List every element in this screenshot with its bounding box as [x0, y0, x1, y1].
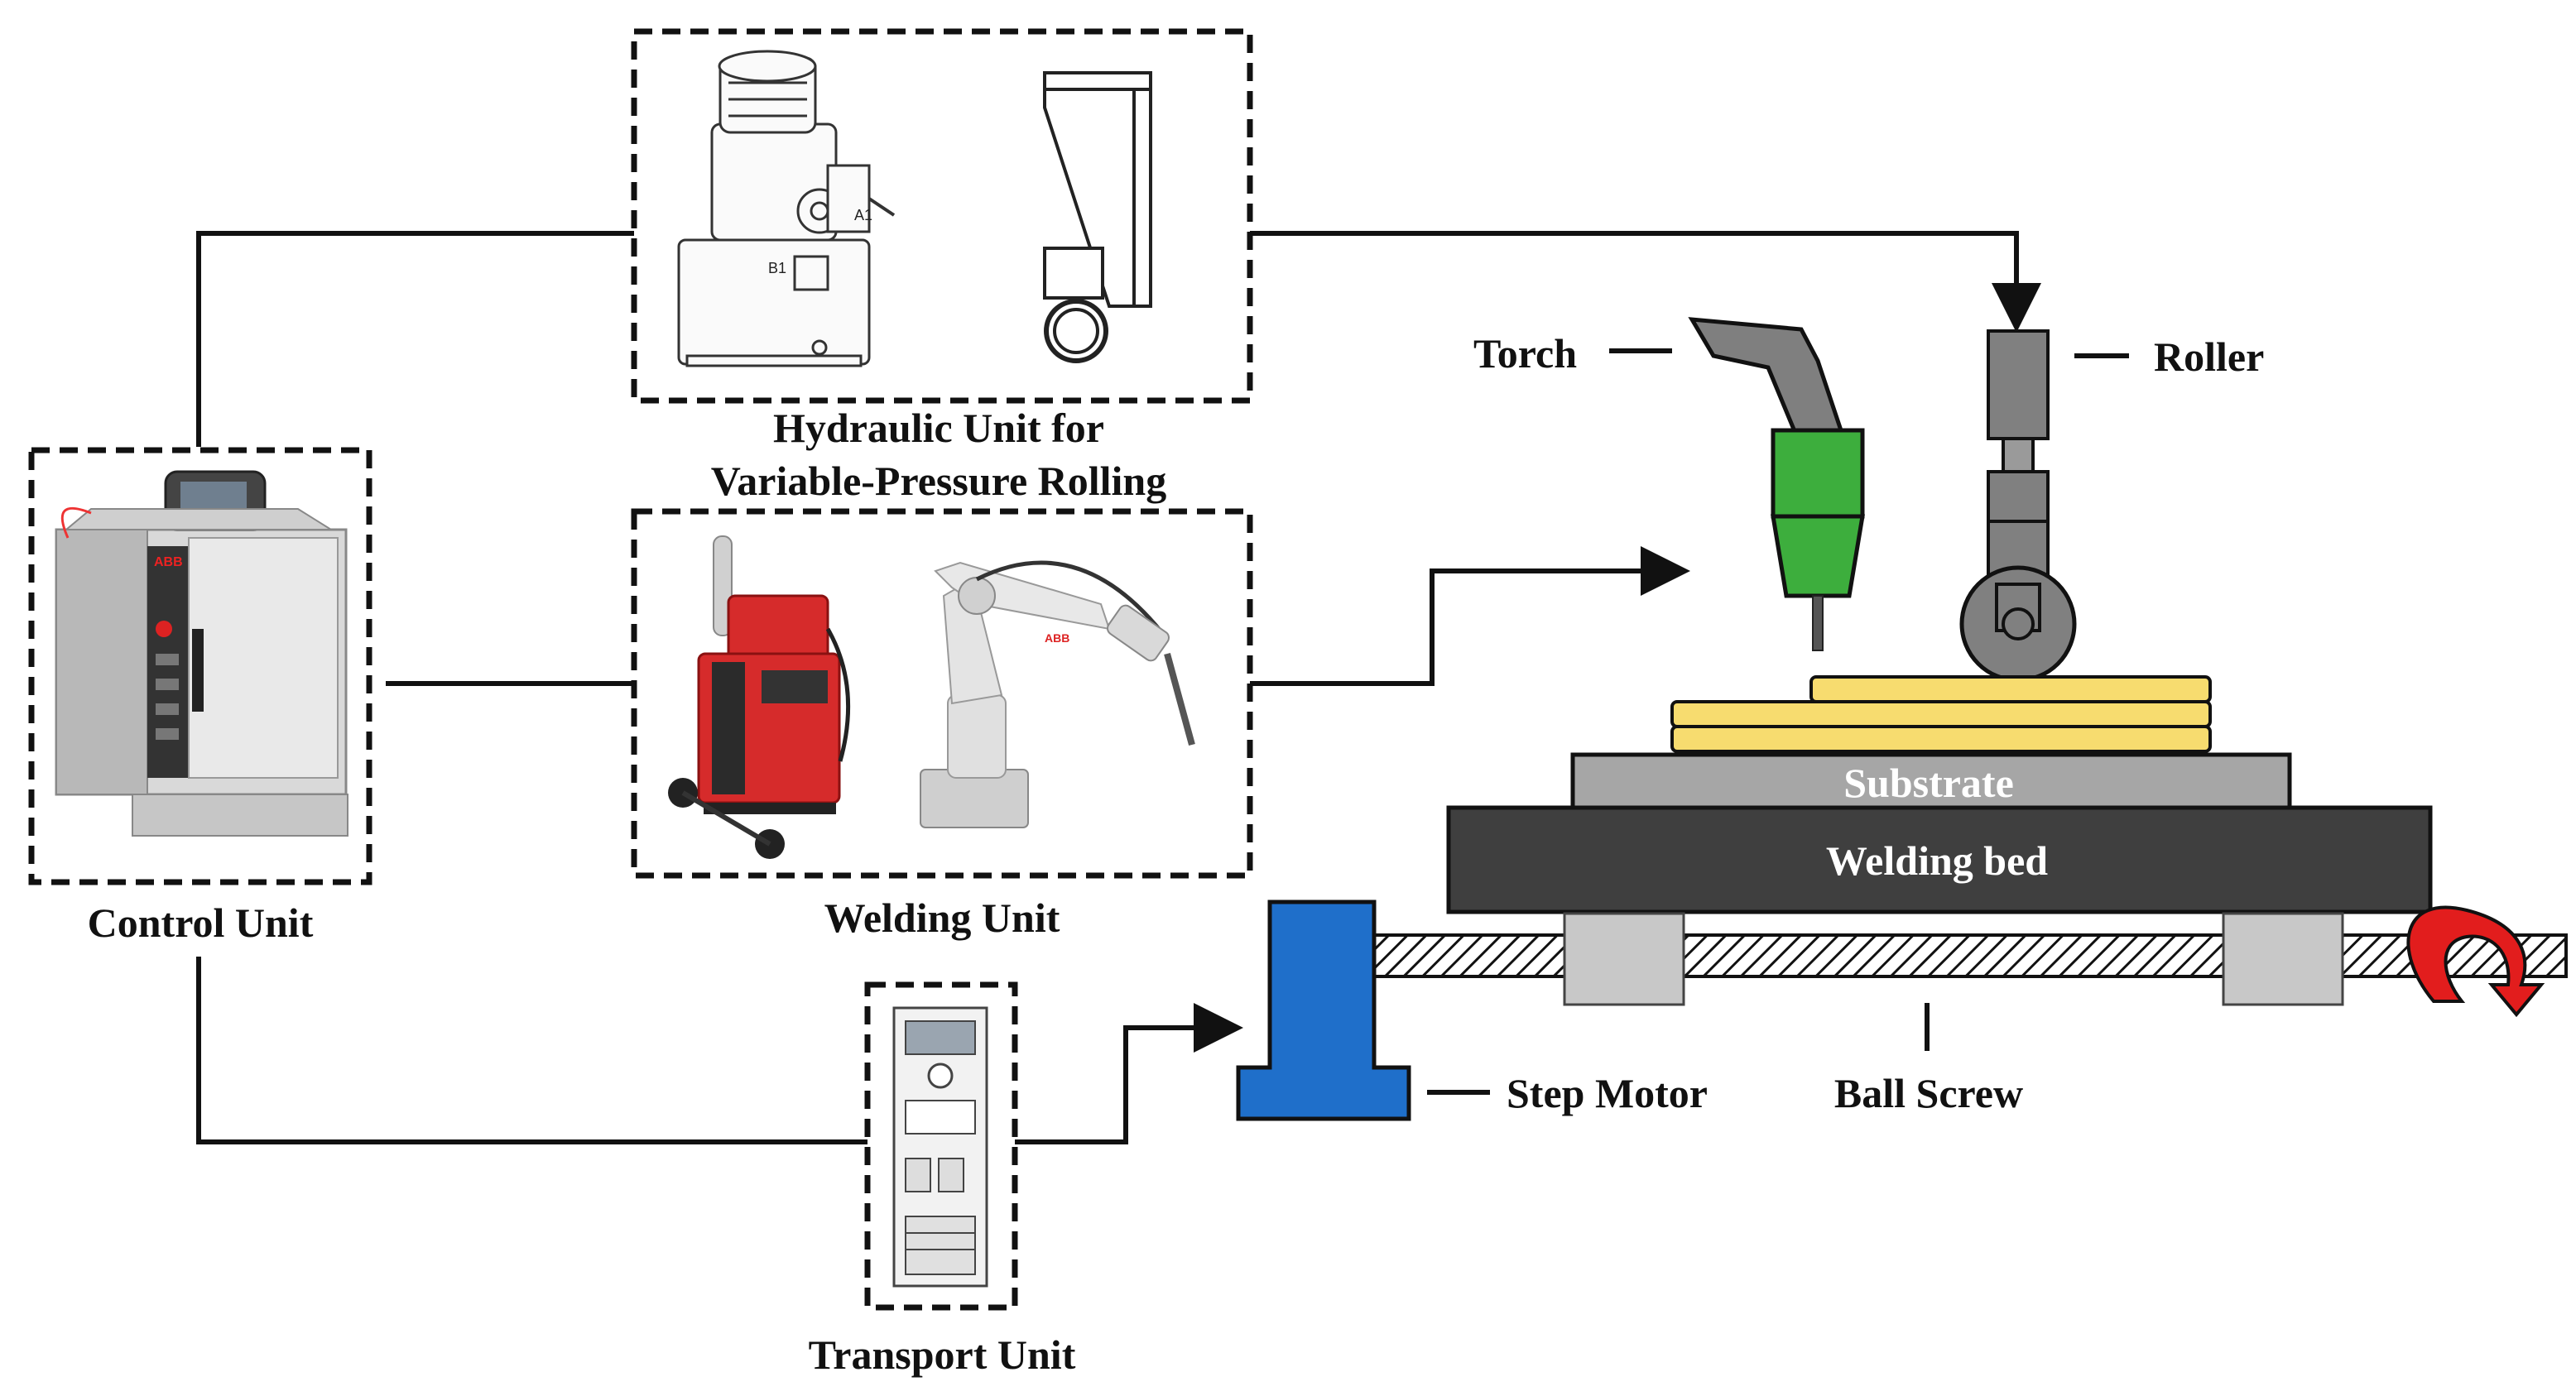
bed-support-left — [1563, 912, 1685, 1006]
torch-body — [1688, 317, 1846, 438]
welding-unit-box: ABB — [631, 508, 1253, 879]
bed-support-right — [2222, 912, 2344, 1006]
welding-robot-icon: ABB — [920, 560, 1195, 828]
roller-label: Roller — [2154, 333, 2265, 380]
torch-nozzle-top — [1771, 428, 1865, 519]
step-motor — [1236, 899, 1411, 1121]
ball-screw — [1372, 933, 2568, 978]
torch-wire — [1812, 595, 1824, 651]
svg-text:ABB: ABB — [1045, 631, 1069, 645]
line-control-to-hydraulic — [196, 231, 634, 447]
deposit-layer-2 — [1670, 700, 2212, 728]
line-welding-to-torch — [1250, 546, 1690, 686]
controller-cabinet-icon — [55, 470, 348, 837]
torch-label: Torch — [1473, 330, 1578, 377]
rotation-arrow-icon — [2406, 905, 2545, 1018]
step-motor-label: Step Motor — [1507, 1070, 1708, 1116]
port-b1-label: B1 — [768, 260, 786, 276]
motor-driver-icon — [892, 1006, 988, 1288]
welding-bed — [1446, 805, 2433, 914]
control-unit-label: Control Unit — [87, 899, 314, 946]
port-a1-label: A1 — [854, 207, 872, 223]
roller-arm-icon — [1043, 71, 1152, 363]
hydraulic-pump-icon — [677, 50, 896, 367]
welding-bed-label: Welding bed — [1825, 837, 2049, 884]
ball-screw-label: Ball Screw — [1833, 1070, 2024, 1116]
line-hydraulic-to-roller — [1250, 231, 2041, 333]
hydraulic-unit-label-line1: Hydraulic Unit for — [773, 405, 1104, 451]
substrate — [1570, 752, 2292, 812]
line-transport-to-motor — [1015, 1003, 1243, 1144]
transport-unit-label: Transport Unit — [808, 1331, 1076, 1378]
connection-lines — [196, 231, 2041, 1144]
substrate-label: Substrate — [1843, 760, 2014, 806]
welding-power-source-icon — [668, 535, 851, 859]
line-control-to-transport — [196, 957, 867, 1144]
hydraulic-unit-box: A1 B1 — [631, 28, 1253, 404]
roller — [1959, 329, 2077, 683]
torch-nozzle-bottom — [1771, 514, 1865, 598]
torch — [1688, 317, 1865, 651]
abb-logo-text: ABB — [154, 555, 183, 569]
welding-unit-label: Welding Unit — [824, 895, 1060, 941]
hydraulic-unit-label-line2: Variable-Pressure Rolling — [710, 458, 1167, 504]
deposited-layers — [1670, 675, 2212, 753]
deposit-layer-1-top — [1809, 675, 2212, 703]
transport-unit-box — [864, 981, 1018, 1311]
control-unit-box: ABB — [28, 447, 372, 885]
deposit-layer-3 — [1670, 725, 2212, 753]
